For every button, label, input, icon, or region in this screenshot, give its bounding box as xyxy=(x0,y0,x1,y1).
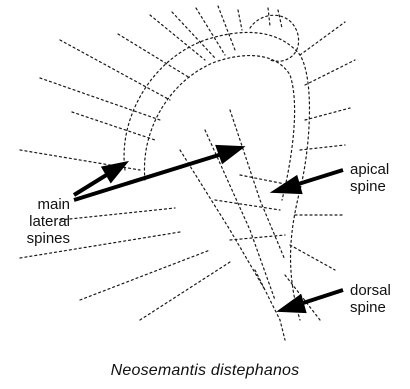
spine xyxy=(300,22,345,55)
arrow-main-lateral-2-head xyxy=(218,147,240,161)
arrow-main-lateral-2-shaft xyxy=(74,154,222,200)
spine xyxy=(196,8,225,55)
spine xyxy=(80,250,210,300)
arrow-dorsal-head xyxy=(282,297,304,311)
spine xyxy=(305,60,355,85)
lattice xyxy=(180,150,265,290)
spine xyxy=(72,112,155,140)
bristle xyxy=(278,10,282,28)
spine xyxy=(40,78,160,120)
lattice xyxy=(230,110,285,260)
spine xyxy=(305,108,350,120)
apical-dome xyxy=(250,15,299,61)
spine xyxy=(290,245,335,270)
skeleton-ring-inner xyxy=(144,56,294,200)
bristle xyxy=(238,10,242,30)
dorsal-spine-label: dorsal spine xyxy=(350,282,391,316)
spine xyxy=(150,15,205,60)
spine xyxy=(218,6,235,50)
spine xyxy=(60,208,175,220)
arrow-apical-head xyxy=(276,178,300,192)
lattice xyxy=(215,200,280,210)
spine xyxy=(140,262,230,320)
lattice xyxy=(240,175,290,185)
bristle xyxy=(268,8,270,26)
lattice xyxy=(230,235,285,240)
main-lateral-spines-label: main lateral spines xyxy=(20,196,70,247)
spine xyxy=(60,40,170,100)
spine xyxy=(118,34,190,78)
arrow-dorsal-shaft xyxy=(300,290,343,304)
apical-spine-label: apical spine xyxy=(350,161,389,195)
dorsal-spine xyxy=(255,270,285,340)
species-caption: Neosemantis distephanos xyxy=(0,362,410,380)
arrow-main-lateral-1-head xyxy=(104,164,124,180)
